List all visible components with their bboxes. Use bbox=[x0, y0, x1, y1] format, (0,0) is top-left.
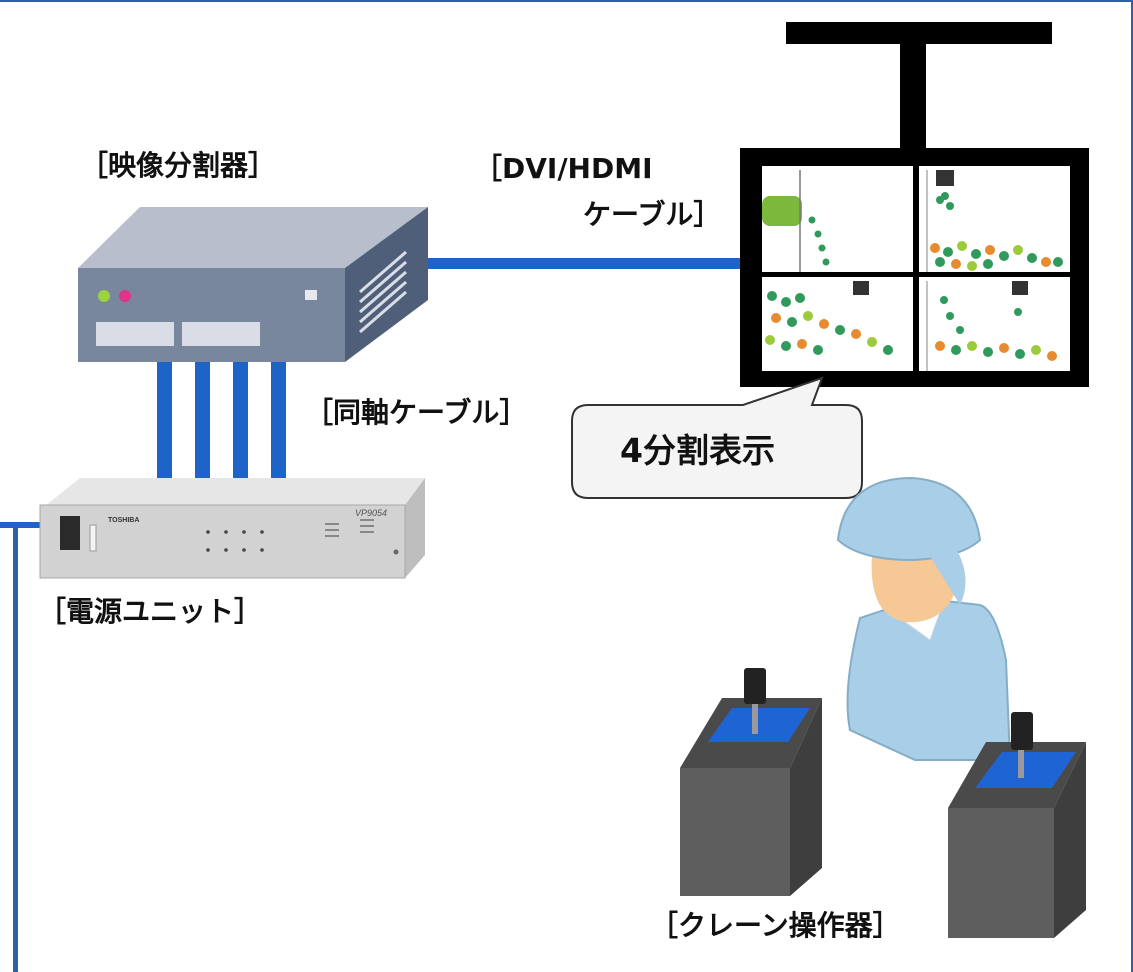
label-dvi-hdmi-cable-line2: ケーブル］ bbox=[583, 198, 722, 231]
power-cable-stub bbox=[0, 522, 40, 528]
power-unit-model: VP9054 bbox=[355, 508, 387, 518]
label-quad-display: 4分割表示 bbox=[620, 431, 775, 470]
quad-monitor bbox=[740, 148, 1089, 387]
coax-cables bbox=[157, 360, 286, 478]
label-crane-controller: ［クレーン操作器］ bbox=[650, 909, 901, 942]
label-coax-cable: ［同軸ケーブル］ bbox=[305, 396, 528, 429]
crane-console-right bbox=[948, 712, 1086, 938]
label-power-unit: ［電源ユニット］ bbox=[38, 595, 263, 628]
ceiling-mount-pole bbox=[900, 44, 926, 148]
worker-figure bbox=[836, 476, 1012, 761]
label-dvi-hdmi-cable-line1: ［DVI/HDMI bbox=[474, 152, 653, 185]
label-video-splitter: ［映像分割器］ bbox=[80, 149, 277, 182]
callout-bubble bbox=[571, 376, 863, 499]
power-cable-line bbox=[13, 523, 18, 972]
crane-console-left bbox=[680, 668, 822, 896]
video-splitter-device bbox=[78, 207, 428, 362]
dvi-hdmi-cable bbox=[428, 258, 740, 269]
power-unit-device: TOSHIBA VP9054 bbox=[39, 478, 425, 579]
power-unit-brand: TOSHIBA bbox=[108, 517, 139, 524]
ceiling-mount-bar bbox=[786, 22, 1052, 44]
